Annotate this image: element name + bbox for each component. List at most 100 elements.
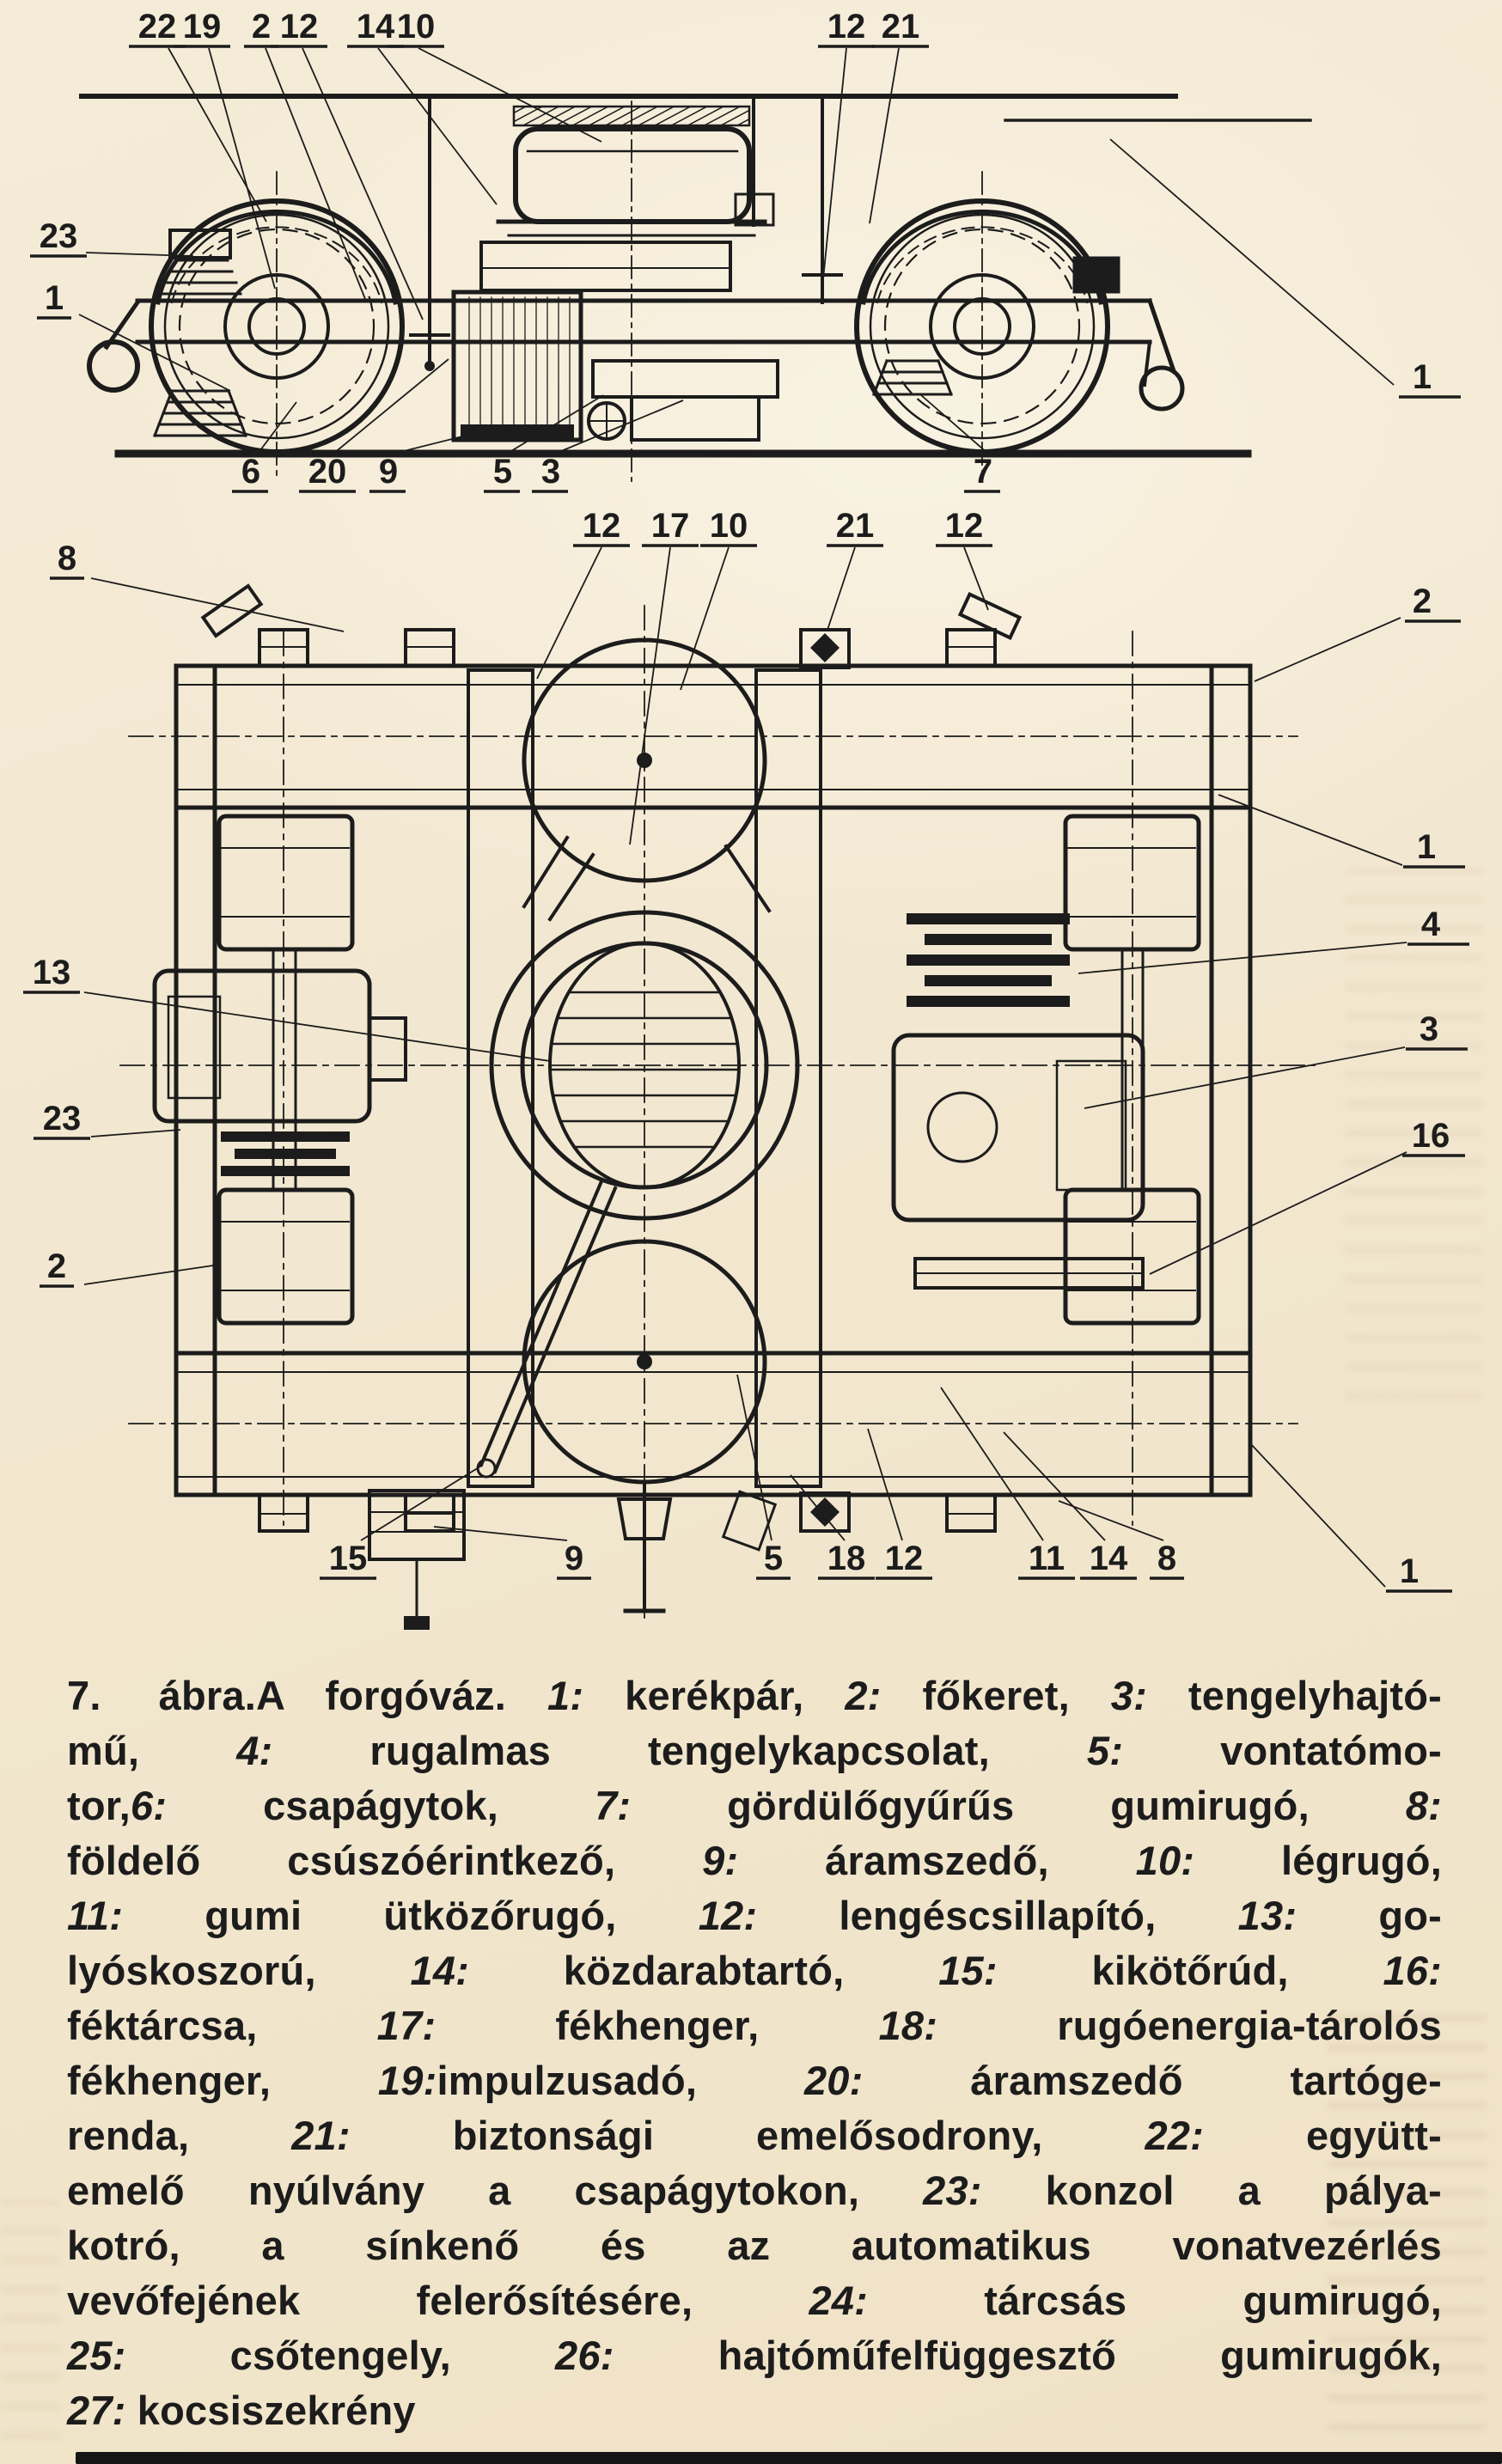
part-label: 2 xyxy=(40,1247,74,1288)
svg-text:9: 9 xyxy=(379,453,398,491)
side-view-drawing: 22 19 2 12 14 10 12 21 23 1 1 6 20 9 5 3… xyxy=(30,8,1461,493)
part-label: 5 xyxy=(484,453,520,493)
caption-part-number: 13: xyxy=(1237,1893,1297,1938)
caption-line: féktárcsa, 17: fékhenger, 18: rugóenergi… xyxy=(67,1998,1442,2053)
part-labels: 8 12 17 10 21 12 2 13 23 2 1 4 3 16 15 9… xyxy=(23,507,1469,1593)
part-label: 18 xyxy=(818,1540,875,1580)
caption-text: közdarabtartó, xyxy=(469,1948,939,1993)
wheelset-left xyxy=(152,814,407,1326)
svg-text:17: 17 xyxy=(651,507,690,545)
caption-part-number: 11: xyxy=(67,1893,124,1938)
axlebox-and-springs-left xyxy=(153,229,247,437)
caption-part-number: 22: xyxy=(1145,2113,1204,2158)
caption-text: kerékpár, xyxy=(583,1673,846,1718)
caption-text: go- xyxy=(1297,1893,1443,1938)
part-label: 12 xyxy=(936,507,992,547)
caption-text: földelő csúszóérintkező, xyxy=(67,1838,703,1883)
svg-text:12: 12 xyxy=(945,507,984,545)
svg-text:5: 5 xyxy=(764,1540,783,1577)
print-bleed-ghost xyxy=(0,2199,60,2440)
svg-text:5: 5 xyxy=(493,453,512,491)
svg-text:21: 21 xyxy=(882,8,920,46)
svg-text:13: 13 xyxy=(33,954,71,991)
part-label: 23 xyxy=(34,1100,90,1140)
figure-number: 7. ábra. xyxy=(67,1673,256,1718)
part-label: 1 xyxy=(1403,828,1465,869)
caption-part-number: 9: xyxy=(702,1838,739,1883)
caption-part-number: 2: xyxy=(845,1673,882,1718)
caption-part-number: 12: xyxy=(698,1893,758,1938)
part-label: 9 xyxy=(557,1540,591,1580)
centerlines xyxy=(119,605,1316,1620)
part-label: 12 xyxy=(573,507,630,547)
part-label: 6 xyxy=(232,453,268,493)
caption-text: fékhenger, xyxy=(436,2003,879,2048)
caption-part-number: 14: xyxy=(410,1948,470,1993)
svg-text:12: 12 xyxy=(827,8,866,46)
caption-text: kotró, a sínkenő és az automatikus vonat… xyxy=(67,2223,1442,2268)
caption-text: renda, xyxy=(67,2113,292,2158)
caption-part-number: 5: xyxy=(1086,1728,1124,1773)
caption-part-number: 15: xyxy=(938,1948,998,1993)
caption-line: 27: kocsiszekrény xyxy=(67,2383,1442,2438)
caption-part-number: 18: xyxy=(878,2003,938,2048)
svg-text:12: 12 xyxy=(885,1540,924,1577)
caption-text: légrugó, xyxy=(1194,1838,1442,1883)
caption-part-number: 4: xyxy=(236,1728,273,1773)
svg-text:2: 2 xyxy=(1413,582,1432,620)
caption-text: impulzusadó, xyxy=(437,2058,804,2103)
part-label: 9 xyxy=(369,453,406,493)
svg-text:15: 15 xyxy=(329,1540,368,1577)
svg-text:19: 19 xyxy=(183,8,222,46)
caption-text: hajtóműfelfüggesztő gumirugók, xyxy=(614,2333,1442,2378)
caption-line: renda, 21: biztonsági emelősodrony, 22: … xyxy=(67,2108,1442,2163)
brake-cylinder-box xyxy=(451,290,583,442)
caption-part-number: 26: xyxy=(555,2333,614,2378)
part-label: 16 xyxy=(1402,1117,1465,1157)
caption-part-number: 27: xyxy=(67,2388,126,2433)
current-collector xyxy=(368,1489,778,1630)
caption-line: lyóskoszorú, 14: közdarabtartó, 15: kikö… xyxy=(67,1943,1442,1998)
part-labels: 22 19 2 12 14 10 12 21 23 1 1 6 20 9 5 3… xyxy=(30,8,1461,493)
part-label: 23 xyxy=(30,217,87,258)
svg-text:6: 6 xyxy=(241,453,260,491)
caption-text: vontatómo- xyxy=(1123,1728,1443,1773)
caption-text: vevőfejének felerősítésére, xyxy=(67,2278,809,2323)
part-label: 10 xyxy=(388,8,444,48)
part-label: 1 xyxy=(37,279,71,320)
part-label: 2 xyxy=(1405,582,1461,623)
svg-text:23: 23 xyxy=(43,1100,82,1137)
caption-line: 7. ábra.A forgóváz. 1: kerékpár, 2: főke… xyxy=(67,1668,1442,1723)
svg-text:21: 21 xyxy=(836,507,875,545)
caption-line: 25: csőtengely, 26: hajtóműfelfüggesztő … xyxy=(67,2328,1442,2383)
caption-part-number: 21: xyxy=(291,2113,351,2158)
part-label: 20 xyxy=(299,453,356,493)
caption-line: kotró, a sínkenő és az automatikus vonat… xyxy=(67,2218,1442,2273)
svg-text:18: 18 xyxy=(827,1540,866,1577)
caption-part-number: 10: xyxy=(1135,1838,1195,1883)
part-label: 3 xyxy=(532,453,568,493)
caption-line: földelő csúszóérintkező, 9: áramszedő, 1… xyxy=(67,1833,1442,1888)
plan-view-linework xyxy=(119,583,1316,1630)
wheel-left xyxy=(149,171,405,479)
svg-text:1: 1 xyxy=(1417,828,1436,866)
caption-text: gördülőgyűrűs gumirugó, xyxy=(631,1783,1406,1828)
part-label: 3 xyxy=(1406,1010,1468,1051)
part-label: 13 xyxy=(23,954,80,994)
part-label: 4 xyxy=(1407,906,1469,946)
caption-text: áramszedő, xyxy=(738,1838,1136,1883)
caption-text: emelő nyúlvány a csapágytokon, xyxy=(67,2168,924,2213)
leader-lines xyxy=(78,47,1395,454)
svg-text:7: 7 xyxy=(974,453,992,491)
caption-text: A forgóváz. xyxy=(256,1673,547,1718)
caption-text: áramszedő tartóge- xyxy=(863,2058,1442,2103)
part-label: 1 xyxy=(1399,358,1461,399)
caption-text: lyóskoszorú, xyxy=(67,1948,411,1993)
part-label: 12 xyxy=(876,1540,932,1580)
svg-text:14: 14 xyxy=(357,8,395,46)
caption-line: fékhenger, 19:impulzusadó, 20: áramszedő… xyxy=(67,2053,1442,2108)
caption-part-number: 24: xyxy=(809,2278,868,2323)
caption-part-number: 7: xyxy=(594,1783,632,1828)
svg-text:8: 8 xyxy=(1157,1540,1176,1577)
